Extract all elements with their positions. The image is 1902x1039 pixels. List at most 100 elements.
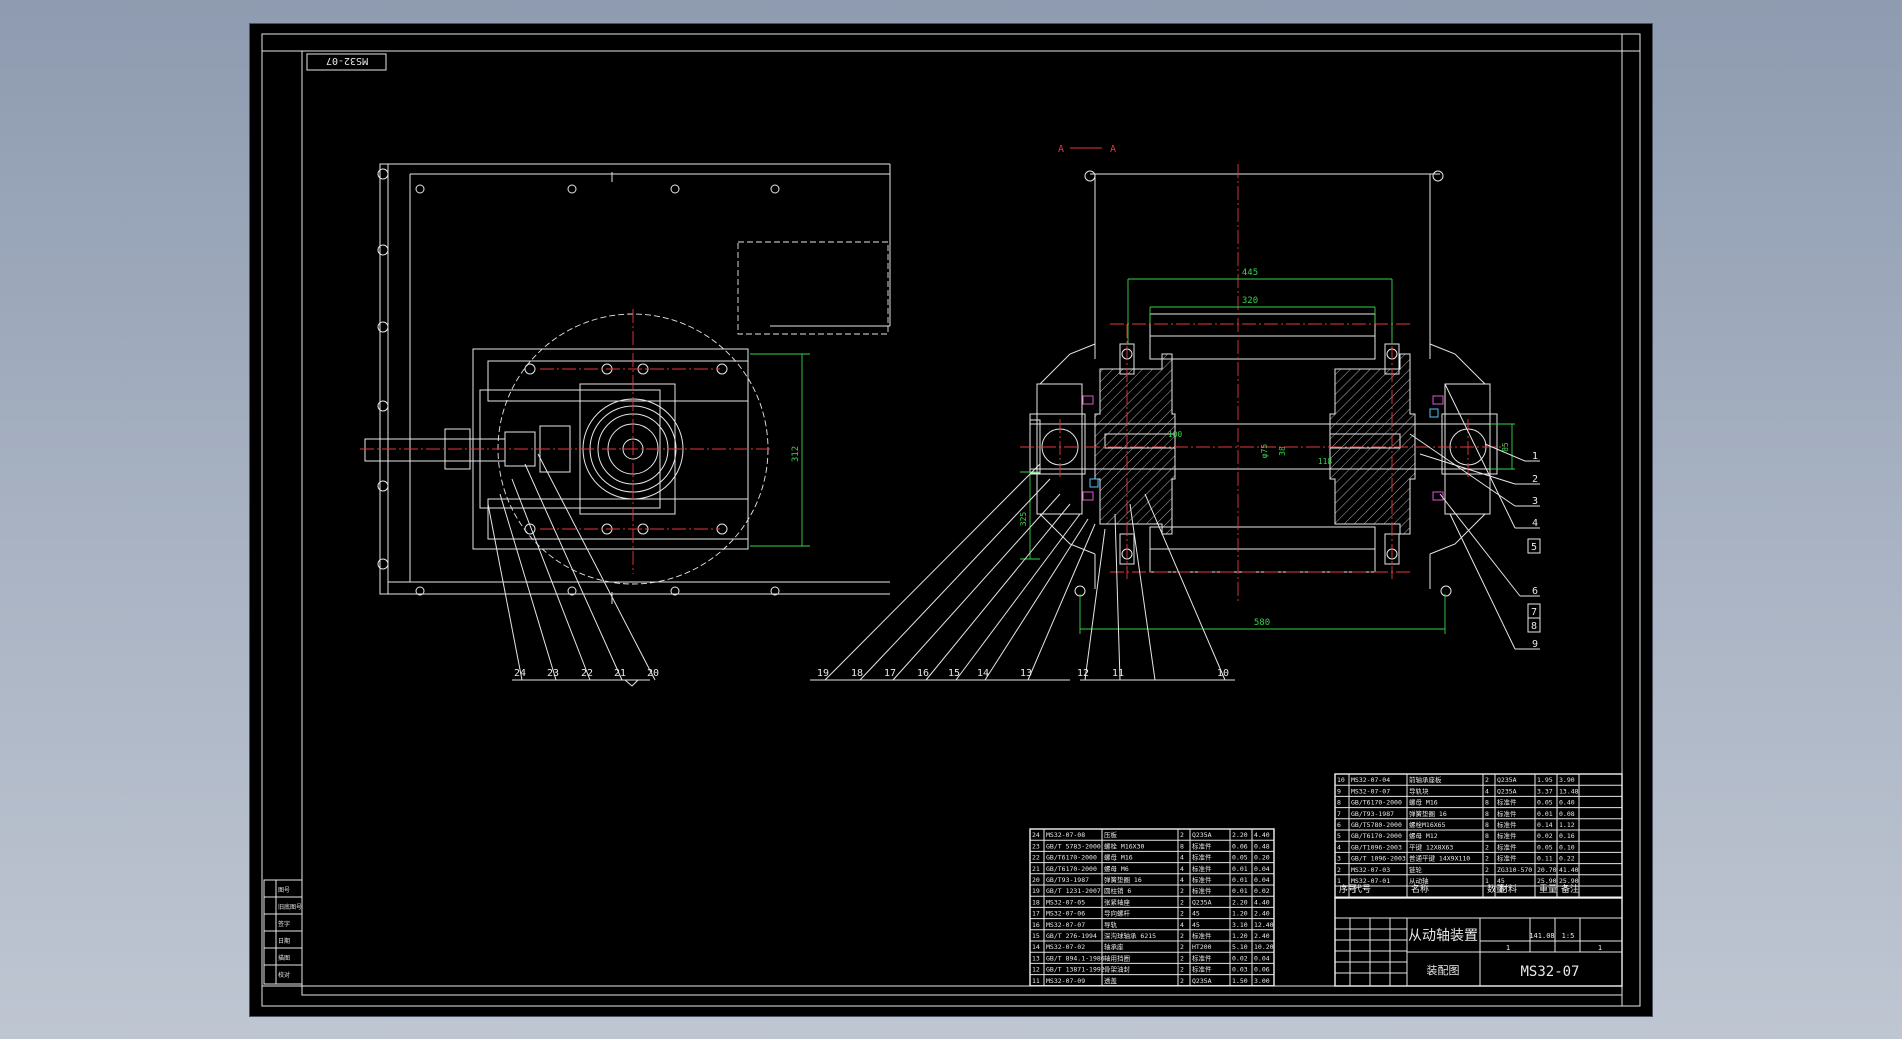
dim-38: 38 (1278, 446, 1287, 456)
balloon-6: 6 (1532, 586, 1538, 597)
bom-cell: 0.14 (1537, 821, 1553, 829)
bom-cell: 标准件 (1192, 875, 1212, 884)
leaders-left (487, 453, 656, 687)
bom-cell: 2 (1485, 776, 1489, 784)
bom-cell: 张紧轴座 (1104, 897, 1131, 906)
dim-580: 580 (1254, 618, 1270, 628)
left-strip-table: 图号 旧底图号 签字 日期 描图 校对 (263, 879, 303, 985)
bom-cell: 4.40 (1254, 898, 1270, 906)
svg-text:校对: 校对 (278, 971, 290, 979)
rotated-code-box (306, 53, 387, 71)
cad-drawing: MS32-07 图号 旧底图号 签字 日期 描图 校对 (261, 33, 1641, 1007)
bom-cell: 7 (1337, 810, 1341, 818)
bom-cell: 4 (1180, 876, 1184, 884)
bom-cell: 1.20 (1232, 932, 1248, 940)
bom-cell: 8 (1337, 799, 1341, 807)
bom-cell: 1 (1485, 877, 1489, 885)
svg-text:签字: 签字 (278, 920, 290, 928)
bom-cell: GB/T93-1987 (1351, 810, 1394, 818)
bom-cell: 弹簧垫圈 16 (1104, 875, 1142, 884)
bom-cell: 22 (1032, 854, 1040, 862)
bom-cell: GB/T 1096-2003 (1351, 855, 1406, 863)
bom-cell: 2 (1180, 898, 1184, 906)
balloon-1: 1 (1532, 451, 1538, 462)
bom-cell: MS32-07-04 (1351, 776, 1390, 784)
left-view: 312 24 23 22 21 20 (360, 163, 891, 687)
bom-cell: 轴用挡圈 (1104, 953, 1130, 962)
bom-cell: 普通平键 14X9X110 (1409, 854, 1470, 863)
svg-text:图号: 图号 (278, 887, 290, 894)
balloon-21: 21 (614, 668, 626, 679)
bom-cell: 0.06 (1254, 966, 1270, 974)
bom-cell: 45 (1192, 910, 1200, 918)
bom-cell: 25.90 (1537, 877, 1557, 885)
bom-cell: 2.40 (1254, 910, 1270, 918)
bom-cell: 标准件 (1497, 820, 1517, 829)
balloon-10: 10 (1217, 668, 1229, 679)
balloon-18: 18 (851, 668, 863, 679)
bom-cell: 透盖 (1104, 976, 1118, 985)
bom-cell: 16 (1032, 921, 1040, 929)
bom-cell: 2 (1180, 910, 1184, 918)
bom-cell: 螺母 M16 (1104, 853, 1133, 862)
dim-100: 100 (1168, 430, 1183, 439)
bom-cell: 0.04 (1254, 954, 1270, 962)
bom-cell: 20 (1032, 876, 1040, 884)
bom-cell: 15 (1032, 932, 1040, 940)
bom-cell: 8 (1485, 832, 1489, 840)
dim-85: 85 (1501, 442, 1510, 452)
right-view: A A (810, 144, 1541, 681)
bom-cell: 2 (1180, 943, 1184, 951)
bom-cell: 20.70 (1537, 866, 1557, 874)
bom-cell: 18 (1032, 898, 1040, 906)
balloon-22: 22 (581, 668, 593, 679)
bom-cell: 45 (1192, 921, 1200, 929)
bom-cell: 5.10 (1232, 943, 1248, 951)
bom-cell: 螺母 M12 (1409, 831, 1438, 840)
bom-cell: 21 (1032, 865, 1040, 873)
bom-cell: 2 (1180, 932, 1184, 940)
bom-cell: GB/T93-1987 (1046, 876, 1089, 884)
bom-cell: GB/T 13871-1992 (1046, 966, 1105, 974)
bom-cell: 23 (1032, 842, 1040, 850)
svg-text:描图: 描图 (278, 954, 290, 962)
bom-cell: 0.08 (1559, 810, 1575, 818)
bom-cell: GB/T 1231-2007 (1046, 887, 1101, 895)
bom-cell: 0.22 (1559, 855, 1575, 863)
bom-cell: 0.11 (1537, 855, 1553, 863)
dim-325: 325 (1019, 512, 1028, 527)
bom-cell: 4 (1337, 843, 1341, 851)
bom-cell: 标准件 (1497, 854, 1517, 863)
bom-cell: 0.40 (1559, 799, 1575, 807)
bom-cell: GB/T 5783-2000 (1046, 842, 1101, 850)
bom-cell: 1.95 (1537, 776, 1553, 784)
balloon-12: 12 (1077, 668, 1089, 679)
bom-cell: 轴承座 (1104, 942, 1124, 951)
bom-cell: 0.04 (1254, 865, 1270, 873)
bom-cell: 8 (1485, 799, 1489, 807)
bom-cell: MS32-07-05 (1046, 898, 1085, 906)
bom-cell: 0.02 (1232, 954, 1248, 962)
bom-cell: Q235A (1497, 787, 1517, 795)
bom-cell: ZG310-570 (1497, 866, 1532, 874)
bom-cell: 45 (1497, 877, 1505, 885)
bom-cell: 2 (1180, 887, 1184, 895)
bom-cell: MS32-07-06 (1046, 910, 1085, 918)
bom-cell: 5 (1337, 832, 1341, 840)
bom-cell: Q235A (1192, 898, 1212, 906)
info-sheet: 1 (1506, 944, 1510, 952)
bom-cell: 3.10 (1232, 921, 1248, 929)
bom-cell: 1.12 (1559, 821, 1575, 829)
bom-cell: 4 (1180, 865, 1184, 873)
bom-cell: 0.06 (1232, 842, 1248, 850)
bom-cell: 标准件 (1497, 798, 1517, 807)
balloon-2: 2 (1532, 474, 1538, 485)
bom-header-cell: 材料 (1499, 883, 1517, 895)
bom-cell: 10.20 (1254, 943, 1274, 951)
info-scale: 1:5 (1562, 932, 1575, 940)
rotated-code: MS32-07 (326, 55, 368, 66)
bom-header-cell: 名称 (1411, 883, 1429, 895)
bom-cell: 螺栓M16X65 (1409, 820, 1446, 829)
bom-cell: 11 (1032, 977, 1040, 985)
